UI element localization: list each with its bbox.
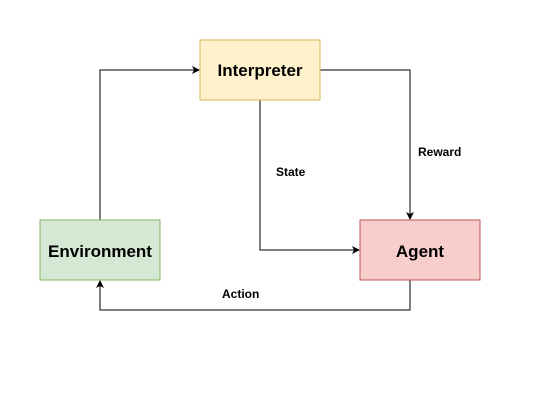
node-agent-box xyxy=(359,219,481,281)
edge-label-reward: Reward xyxy=(418,145,461,159)
node-agent[interactable]: Agent xyxy=(359,219,481,281)
node-interpreter[interactable]: Interpreter xyxy=(199,39,321,101)
edge-interpreter-to-agent-state[interactable] xyxy=(259,100,360,254)
node-environment-label: Environment xyxy=(48,242,152,261)
node-agent-label: Agent xyxy=(396,242,445,261)
edge-interpreter-to-agent-reward[interactable] xyxy=(320,69,414,220)
edge-label-action: Action xyxy=(222,287,259,301)
edge-environment-to-interpreter[interactable] xyxy=(99,66,200,220)
edge-label-state: State xyxy=(276,165,306,179)
node-environment[interactable]: Environment xyxy=(39,219,161,281)
node-environment-box xyxy=(39,219,161,281)
edge-agent-to-environment-action[interactable] xyxy=(96,280,411,311)
node-interpreter-label: Interpreter xyxy=(217,61,302,80)
node-interpreter-box xyxy=(199,39,321,101)
